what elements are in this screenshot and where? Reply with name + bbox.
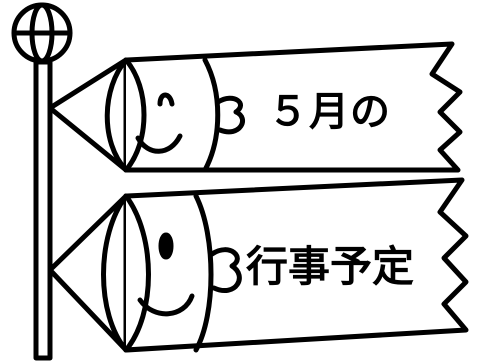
carp-streamer-top-icon xyxy=(47,41,463,173)
banner-top-title: ５月の xyxy=(268,89,391,135)
carp-streamer-bottom-icon xyxy=(47,177,469,353)
banner-bottom-title: 行事予定 xyxy=(246,242,415,291)
flag-pole xyxy=(33,59,53,361)
pole-finial-icon xyxy=(11,2,73,64)
